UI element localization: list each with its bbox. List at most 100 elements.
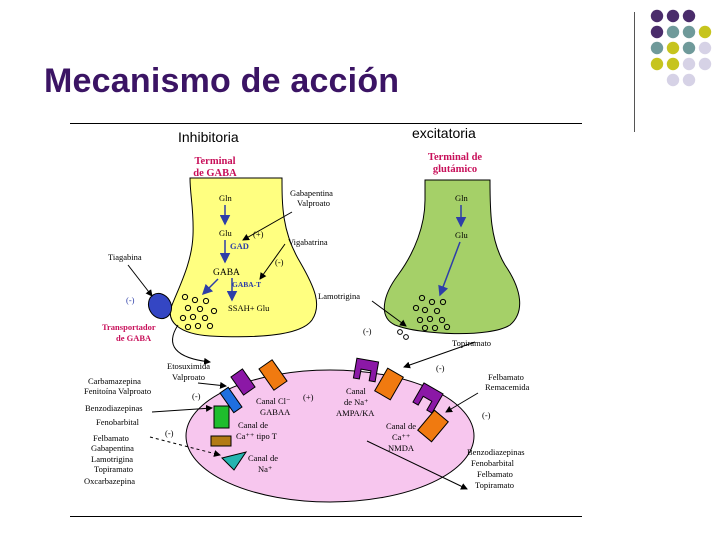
- canal-cl-line1: Canal Cl⁻: [256, 396, 291, 406]
- gaba-t-label: GABA-T: [232, 280, 261, 289]
- channel-blue: [219, 386, 243, 414]
- decorative-dot: [698, 25, 712, 39]
- canal-ca-t-line2: Ca⁺⁺ tipo T: [236, 431, 278, 441]
- arrow-gaba-vesicles: [201, 278, 219, 296]
- gaba-release-curve: [172, 324, 211, 365]
- canal-na-ampa-line2: de Na⁺: [344, 397, 369, 407]
- decorative-dot: [666, 57, 680, 71]
- channel-brown: [210, 435, 232, 447]
- left-list1-line1: Carbamazepina: [88, 376, 141, 386]
- arrow-left-list: [151, 404, 213, 413]
- arrow-gabapentina: [242, 211, 293, 241]
- ion-channels: [210, 357, 449, 471]
- left-list1-line2: Fenitoína Valproato: [84, 386, 151, 396]
- header-excitatoria: excitatoria: [412, 125, 476, 141]
- glu-right: Glu: [455, 230, 469, 240]
- etosuximida-line1: Etosuximida: [167, 361, 210, 371]
- page-title: Mecanismo de acción: [44, 62, 400, 100]
- postsynaptic-cell: [185, 369, 475, 503]
- gaba-terminal-shape: [169, 177, 318, 338]
- canal-ca-nmda-line3: NMDA: [388, 443, 415, 453]
- decorative-dot: [698, 41, 712, 55]
- decorative-dot: [666, 9, 680, 23]
- decorative-dot: [682, 57, 696, 71]
- canal-na-bottom-line1: Canal de: [248, 453, 278, 463]
- arrow-lamotrigina: [371, 300, 407, 327]
- minus-vigabatrina: (-): [275, 257, 284, 267]
- gaba-vesicles: [179, 293, 218, 331]
- decorative-dot: [682, 73, 696, 87]
- arrow-topiramato: [403, 341, 476, 369]
- decorative-dot: [666, 73, 680, 87]
- left-list2-line2: Fenobarbital: [96, 417, 140, 427]
- lamotrigina-label: Lamotrigina: [318, 291, 360, 301]
- transportador-line2: de GABA: [116, 333, 152, 343]
- arrow-vigabatrina: [259, 243, 286, 280]
- left-list3-item2: Lamotrigina: [91, 454, 133, 464]
- plus-gad: (+): [253, 229, 264, 239]
- canal-cl-line2: GABAA: [260, 407, 291, 417]
- glu-left: Glu: [219, 228, 233, 238]
- decorative-dot: [650, 25, 664, 39]
- gad-label: GAD: [230, 241, 249, 251]
- arrow-tiagabina: [127, 264, 153, 297]
- tiagabina-label: Tiagabina: [108, 252, 142, 262]
- topiramato-right: Topiramato: [452, 338, 491, 348]
- glutamate-terminal-shape: [383, 179, 521, 335]
- channel-orange-left: [258, 359, 288, 391]
- left-list3-item4: Oxcarbazepina: [84, 476, 135, 486]
- minus-lamotrigina: (-): [363, 326, 372, 336]
- arrow-bottom-right: [366, 440, 468, 490]
- gln-right: Gln: [455, 193, 469, 203]
- felbamato-right-line1: Felbamato: [488, 372, 524, 382]
- header-inhibitoria: Inhibitoria: [178, 129, 239, 145]
- felbamato-right-line2: Remacemida: [485, 382, 530, 392]
- minus-etosuximida: (-): [192, 391, 201, 401]
- arrow-etosuximida: [197, 381, 227, 389]
- etosuximida-line2: Valproato: [172, 372, 205, 382]
- channel-orange-nmda: [417, 409, 449, 443]
- bottom-right-item0: Benzodiazepinas: [467, 447, 525, 457]
- left-list3-item0: Felbamato: [93, 433, 129, 443]
- mechanism-diagram: [70, 123, 582, 517]
- canal-ca-nmda-line1: Canal de: [386, 421, 416, 431]
- gaba-label: GABA: [213, 268, 240, 278]
- channel-orange-ampa: [374, 367, 404, 401]
- vigabatrina-label: Vigabatrina: [288, 237, 328, 247]
- decorative-dot: [666, 25, 680, 39]
- glutamate-terminal-title-2: glutámico: [433, 164, 477, 175]
- gaba-transporter: [147, 292, 173, 320]
- canal-ca-nmda-line2: Ca⁺⁺: [392, 432, 411, 442]
- gln-left: Gln: [219, 193, 233, 203]
- decorative-dot: [682, 9, 696, 23]
- transportador-line1: Transportador: [102, 322, 156, 332]
- minus-topiramato: (-): [436, 363, 445, 373]
- decorative-dot: [650, 57, 664, 71]
- left-list3-item1: Gabapentina: [91, 443, 134, 453]
- bottom-right-item3: Topiramato: [475, 480, 514, 490]
- decorative-dot: [682, 41, 696, 55]
- left-list2-line1: Benzodiazepinas: [85, 403, 143, 413]
- channel-purple-left: [230, 368, 256, 396]
- gaba-terminal-title-1: Terminal: [194, 156, 235, 167]
- channel-purple-ampa: [352, 357, 380, 383]
- canal-na-ampa-line1: Canal: [346, 386, 366, 396]
- channel-teal: [221, 451, 248, 471]
- divider-line: [634, 12, 635, 132]
- plus-gabaa: (+): [303, 392, 314, 402]
- glutamate-terminal-title-1: Terminal de: [428, 152, 482, 163]
- minus-transporter: (-): [126, 295, 135, 305]
- left-list3-item3: Topiramato: [94, 464, 133, 474]
- bottom-right-item2: Felbamato: [477, 469, 513, 479]
- gaba-terminal-title-2: de GABA: [193, 168, 237, 179]
- decorative-dot: [650, 9, 664, 23]
- channel-purple-nmda: [412, 382, 444, 414]
- gabapentina-line1: Gabapentina: [290, 188, 333, 198]
- canal-ca-t-line1: Canal de: [238, 420, 268, 430]
- glutamate-vesicles: [397, 294, 451, 340]
- decorative-dot: [682, 25, 696, 39]
- gabapentina-line2: Valproato: [297, 198, 330, 208]
- arrow-felbamato: [445, 392, 479, 413]
- decorative-dot: [698, 57, 712, 71]
